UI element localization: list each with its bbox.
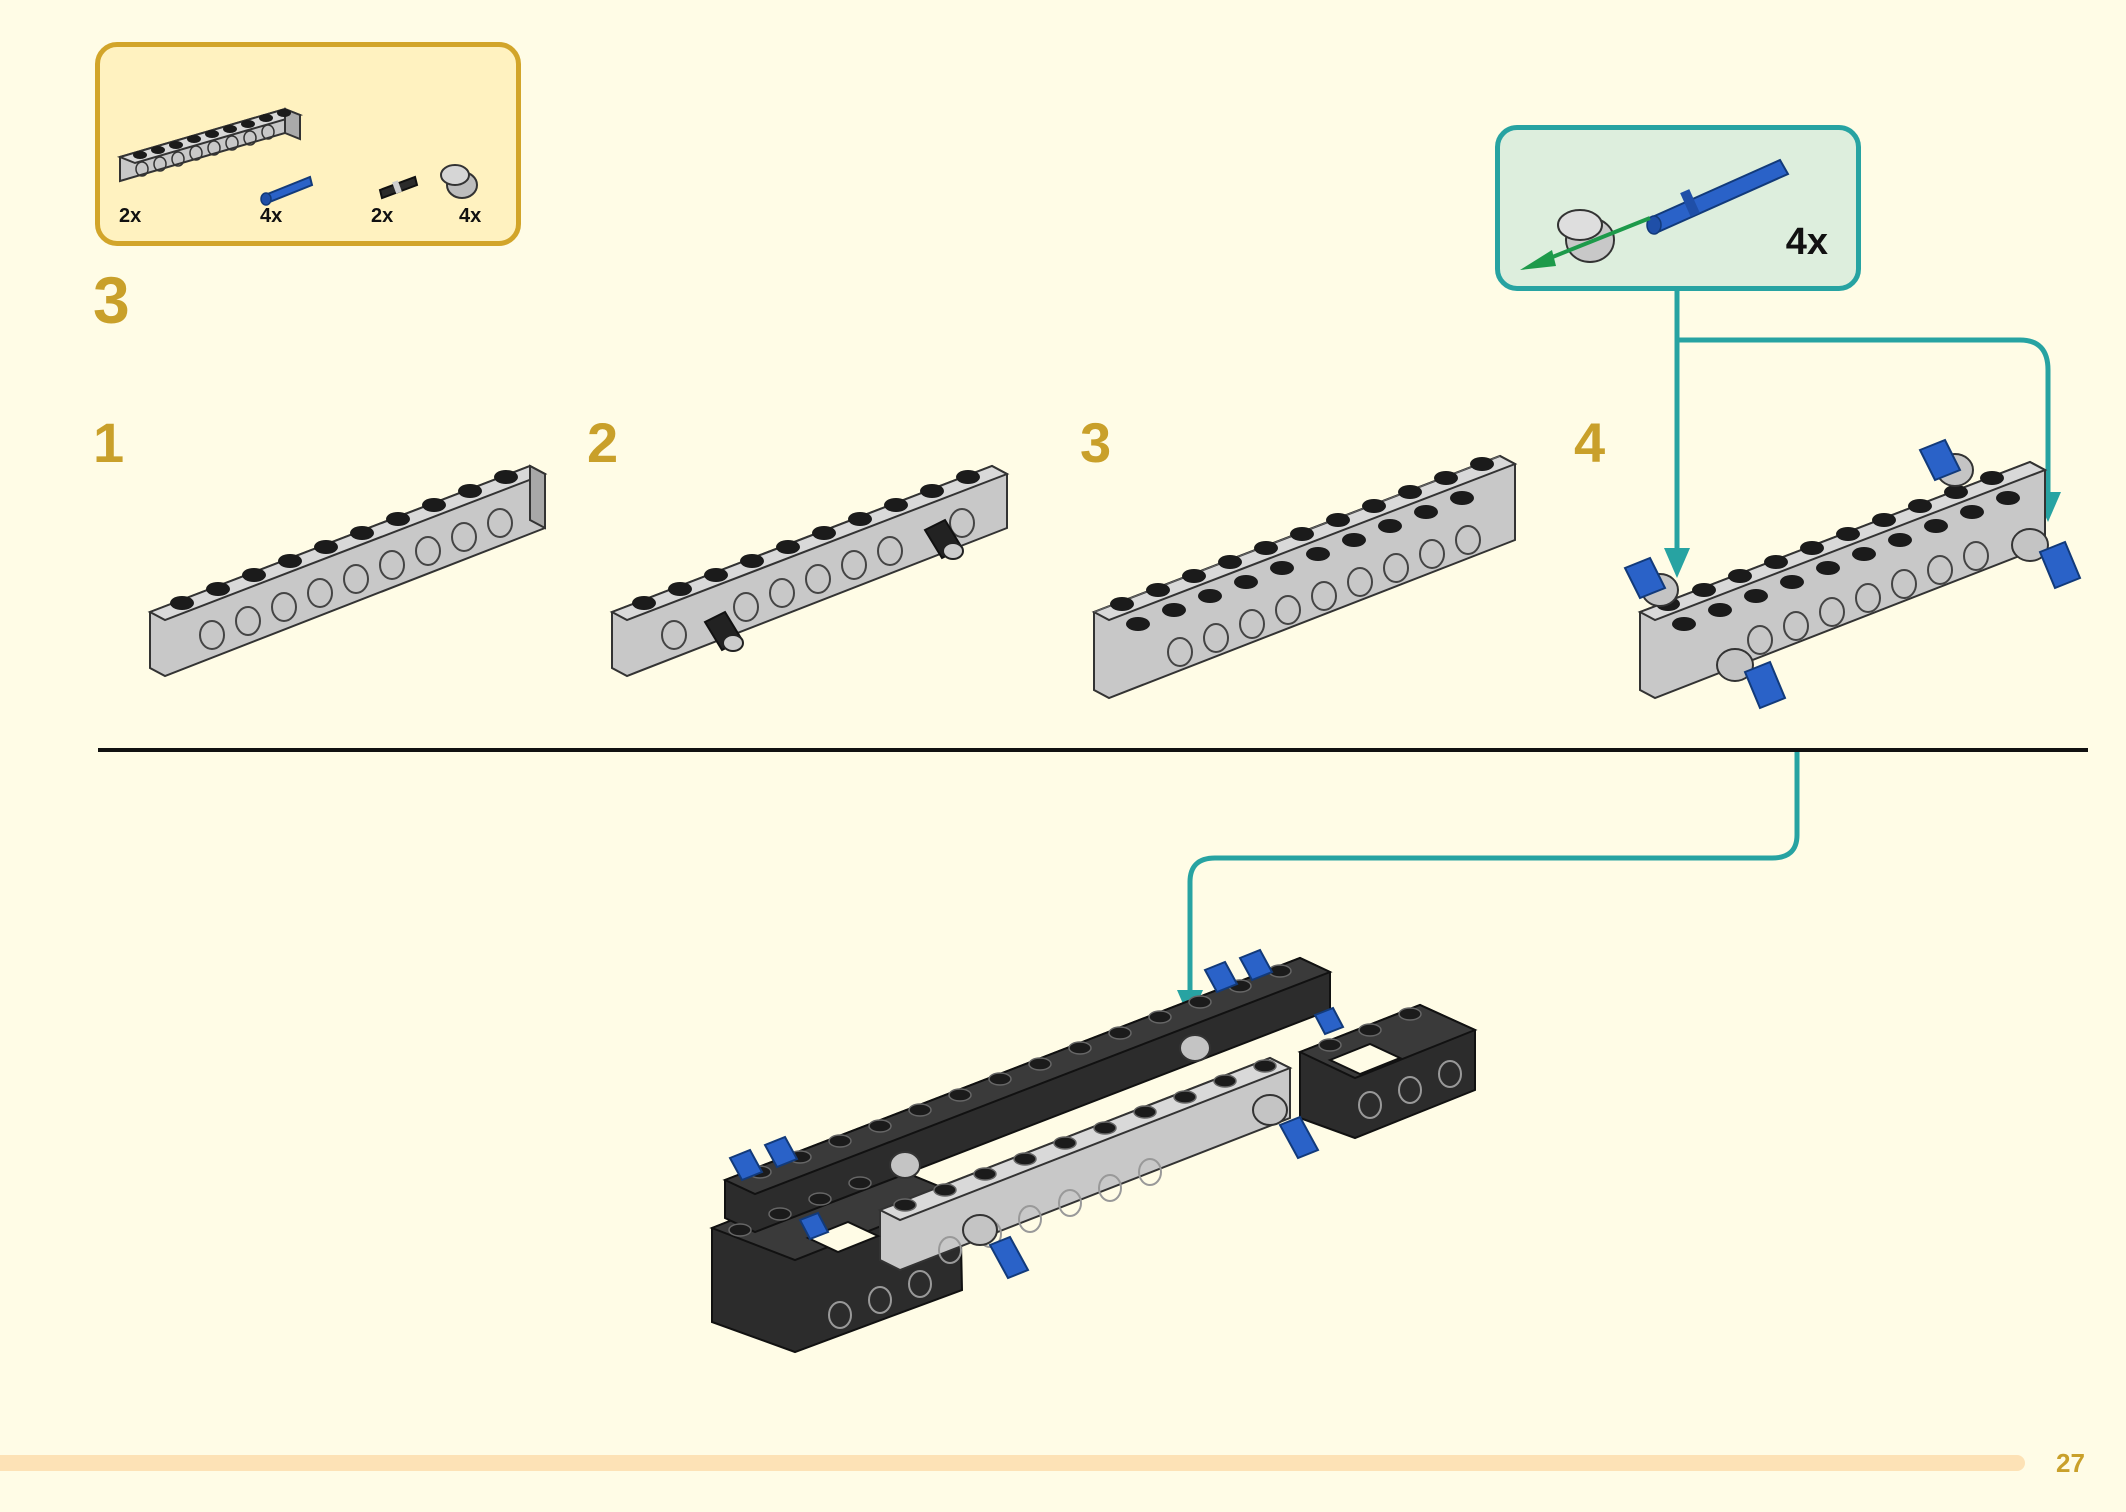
blue-axle-pin-icon (260, 175, 314, 206)
substep-number: 4 (1574, 411, 1606, 474)
callout-arrow-icon (1187, 290, 2051, 1000)
technic-beam-9-icon (116, 107, 304, 183)
part-qty: 4x (459, 205, 482, 227)
stacked-technic-beams-icon (1091, 454, 1518, 700)
substep-number: 3 (1080, 411, 1112, 474)
substep-number: 2 (587, 411, 619, 474)
arrow-head-icon (1177, 990, 1203, 1020)
callout-box: 4x (1495, 125, 1861, 291)
parts-drawing (116, 107, 478, 206)
page-number: 27 (2056, 1448, 2085, 1478)
chassis-assembly-icon (709, 948, 1478, 1354)
technic-beam-icon (147, 464, 548, 678)
beams-with-axle-pins-icon (1623, 438, 2082, 710)
arrow-head-icon (2035, 492, 2061, 522)
callout-qty: 4x (1785, 221, 1828, 263)
footer-bar (0, 1455, 2025, 1471)
arrow-head-icon (1664, 548, 1690, 578)
grey-bushing-icon (440, 164, 478, 199)
callout-drawing (1520, 158, 1790, 270)
parts-list-box: 2x 4x 2x 4x (95, 42, 521, 246)
substep-number: 1 (93, 411, 125, 474)
blue-axle-pin-icon (1646, 158, 1790, 235)
part-qty: 4x (260, 205, 283, 227)
part-qty: 2x (371, 205, 394, 227)
part-qty: 2x (119, 205, 142, 227)
technic-beam-with-pins-icon (609, 464, 1010, 678)
insert-arrow-icon (1520, 216, 1651, 270)
black-friction-pin-icon (378, 175, 419, 200)
step-number: 3 (93, 263, 130, 337)
section-divider (98, 748, 2088, 752)
